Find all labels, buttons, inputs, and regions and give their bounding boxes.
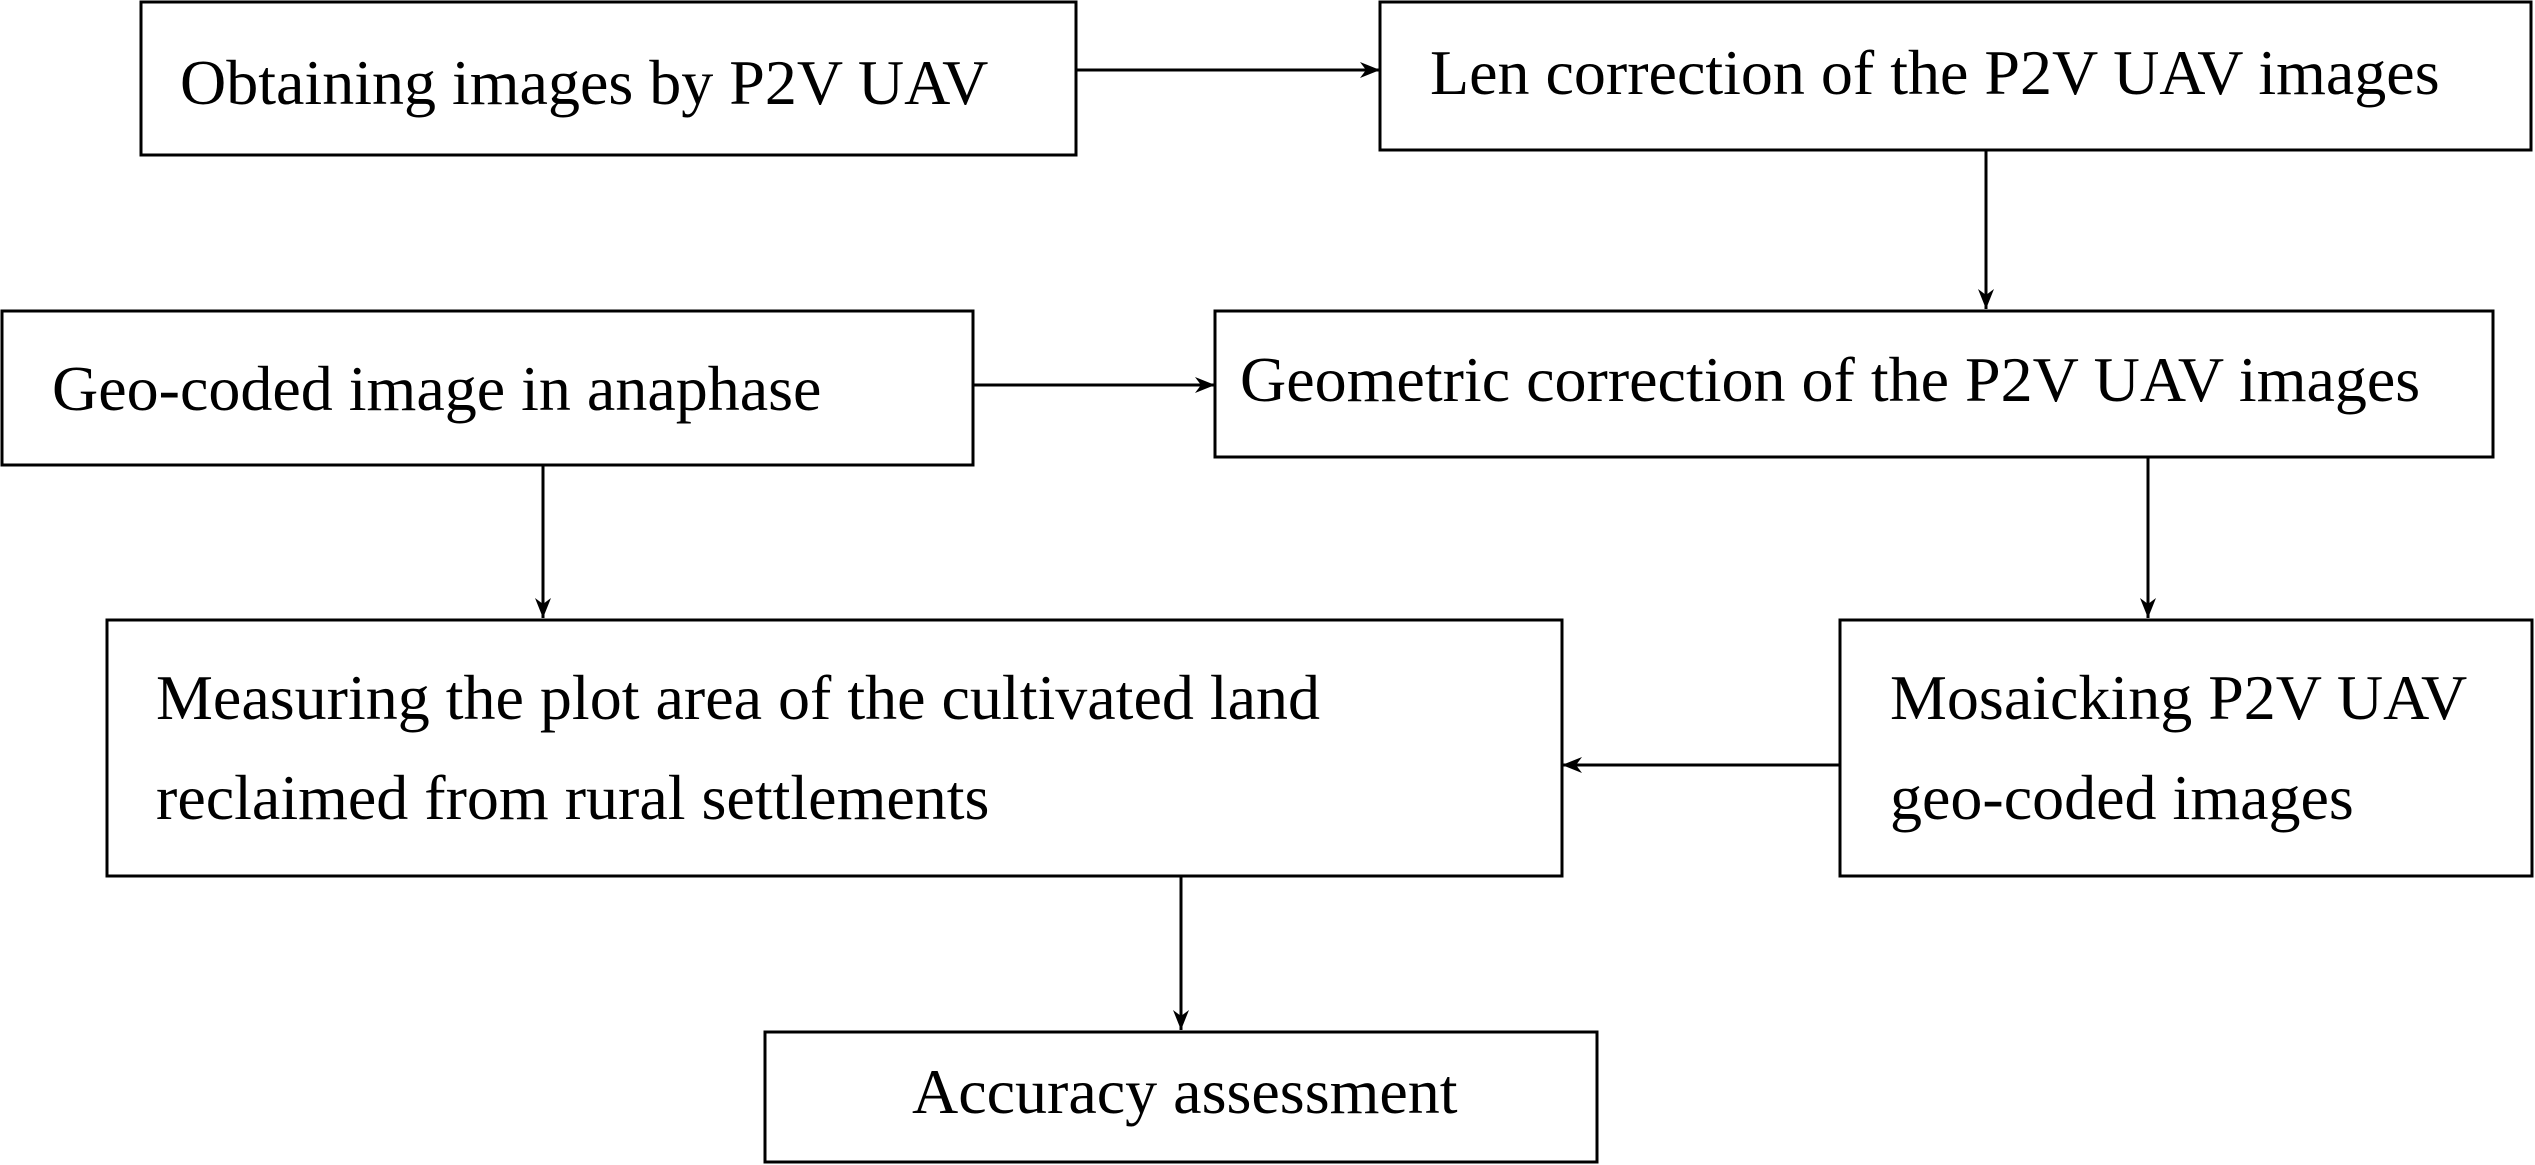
node-label-line-1: Mosaicking P2V UAV [1890, 662, 2467, 733]
node-mosaicking: Mosaicking P2V UAV geo-coded images [1838, 618, 2534, 878]
node-label: Obtaining images by P2V UAV [180, 47, 988, 118]
node-geometric-correction: Geometric correction of the P2V UAV imag… [1213, 309, 2495, 459]
node-geo-coded-image: Geo-coded image in anaphase [0, 309, 975, 467]
node-label-line-1: Measuring the plot area of the cultivate… [156, 662, 1320, 733]
node-accuracy-assessment: Accuracy assessment [763, 1030, 1599, 1164]
node-label-line-2: reclaimed from rural settlements [156, 762, 989, 833]
node-len-correction: Len correction of the P2V UAV images [1378, 0, 2533, 152]
node-label: Accuracy assessment [912, 1056, 1458, 1127]
node-label: Geometric correction of the P2V UAV imag… [1240, 344, 2420, 415]
node-obtaining-images: Obtaining images by P2V UAV [139, 0, 1078, 157]
connectors [535, 62, 2156, 1030]
node-label-line-2: geo-coded images [1890, 762, 2354, 833]
node-label: Geo-coded image in anaphase [52, 353, 821, 424]
node-measuring-plot-area: Measuring the plot area of the cultivate… [105, 618, 1564, 878]
node-label: Len correction of the P2V UAV images [1430, 37, 2440, 108]
